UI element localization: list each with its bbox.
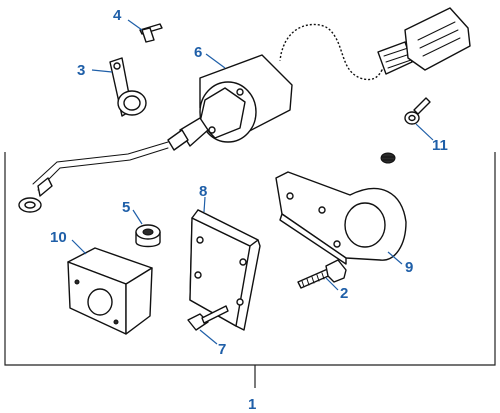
callout-10: 10 [50,229,67,246]
callout-6: 6 [194,44,202,61]
mounting-bracket-part [275,171,407,265]
leader-3 [91,69,113,73]
callout-11: 11 [432,137,448,154]
mounting-block-part [67,247,153,335]
callout-3: 3 [77,62,85,79]
flange-bolt-part [187,305,229,331]
small-bolt-part [139,23,163,43]
spacer-part [135,224,161,248]
leader-8 [203,196,206,213]
leader-10 [71,239,87,255]
callout-5: 5 [122,199,130,216]
leader-7 [199,329,218,345]
callout-7: 7 [218,341,226,358]
leader-6 [205,53,226,69]
clamp-part [109,57,147,117]
leader-11 [415,123,434,141]
threaded-insert-part [380,152,396,164]
callout-1: 1 [248,396,256,413]
callout-8: 8 [199,183,207,200]
leader-2 [325,277,339,291]
callout-2: 2 [340,285,348,302]
leader-5 [132,209,143,225]
solenoid-part [18,7,471,213]
assembly-bracket [4,152,496,366]
leader-9 [387,251,403,265]
gasket-plate-part [189,209,261,331]
callout-9: 9 [405,259,413,276]
hex-bolt-part [297,259,347,289]
eye-bolt-part [404,97,431,125]
leader-4 [127,19,143,31]
callout-4: 4 [113,7,122,24]
